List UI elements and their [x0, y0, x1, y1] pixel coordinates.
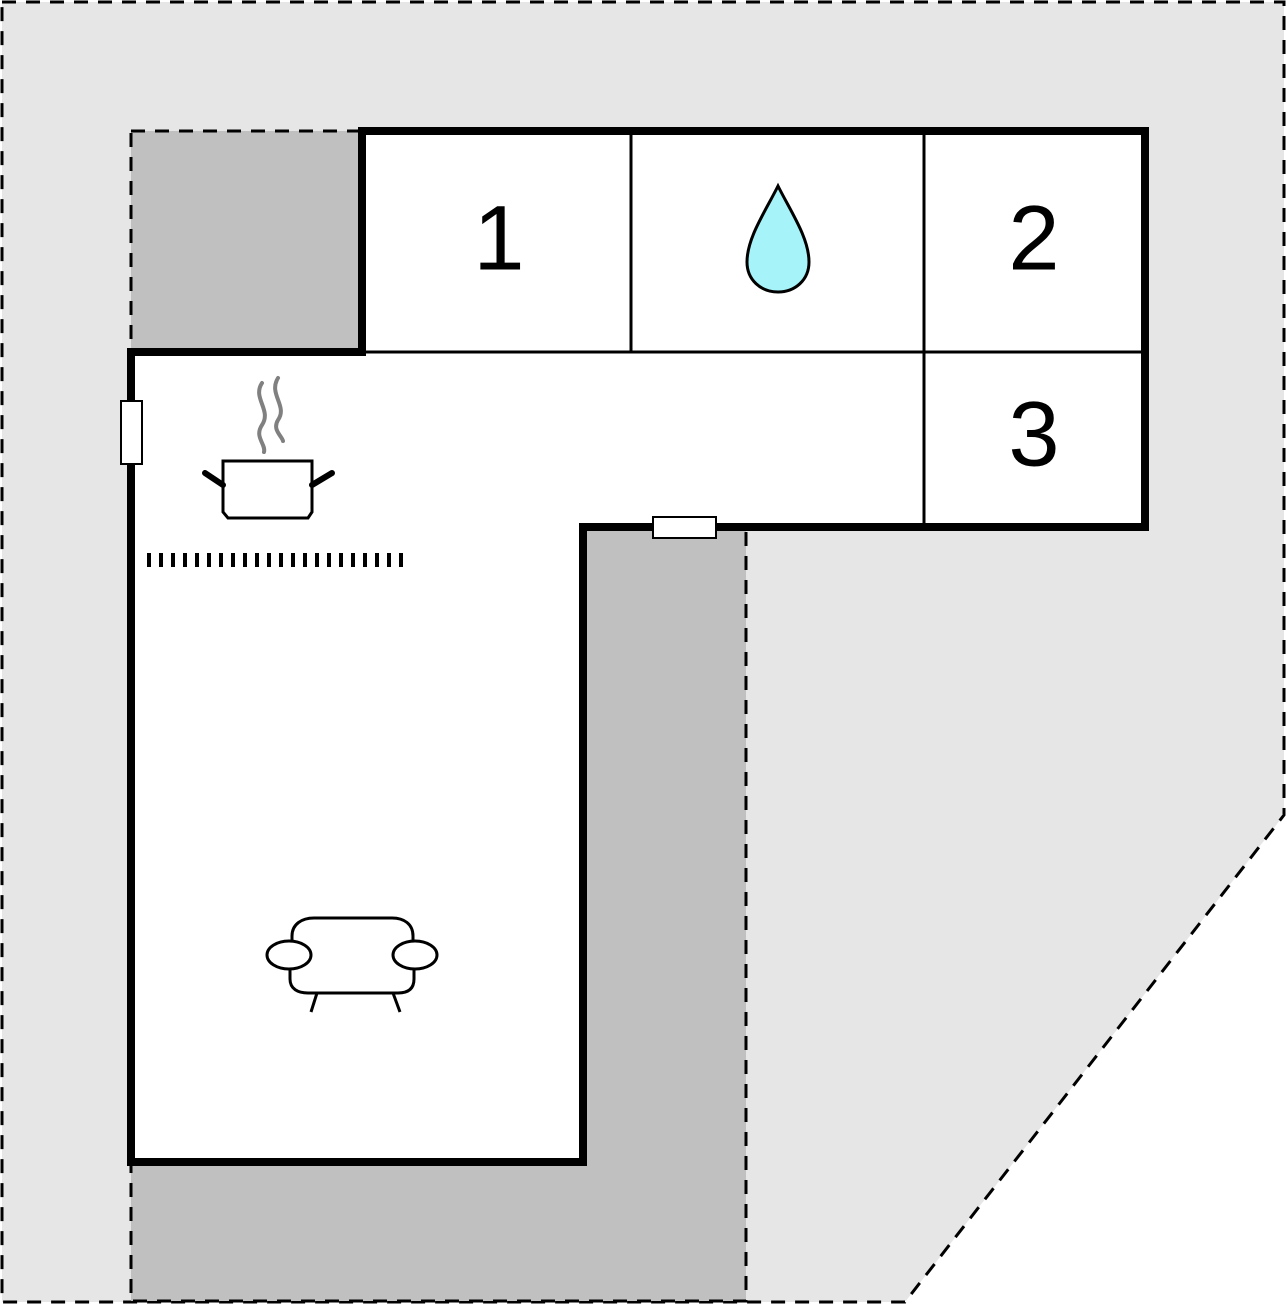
cooking-pot-icon: [202, 376, 335, 520]
house-outline: [127, 127, 1149, 1166]
room-number-2: 2: [1008, 187, 1059, 289]
interior-walls: [366, 135, 1141, 523]
room-number-3: 3: [1008, 383, 1059, 485]
sofa-icon: [265, 916, 439, 1013]
side-door: [120, 400, 143, 465]
terrace-top-left: [129, 129, 364, 354]
terrace-door: [652, 516, 717, 539]
room-number-1: 1: [473, 187, 524, 289]
water-drop-icon: [745, 182, 811, 294]
